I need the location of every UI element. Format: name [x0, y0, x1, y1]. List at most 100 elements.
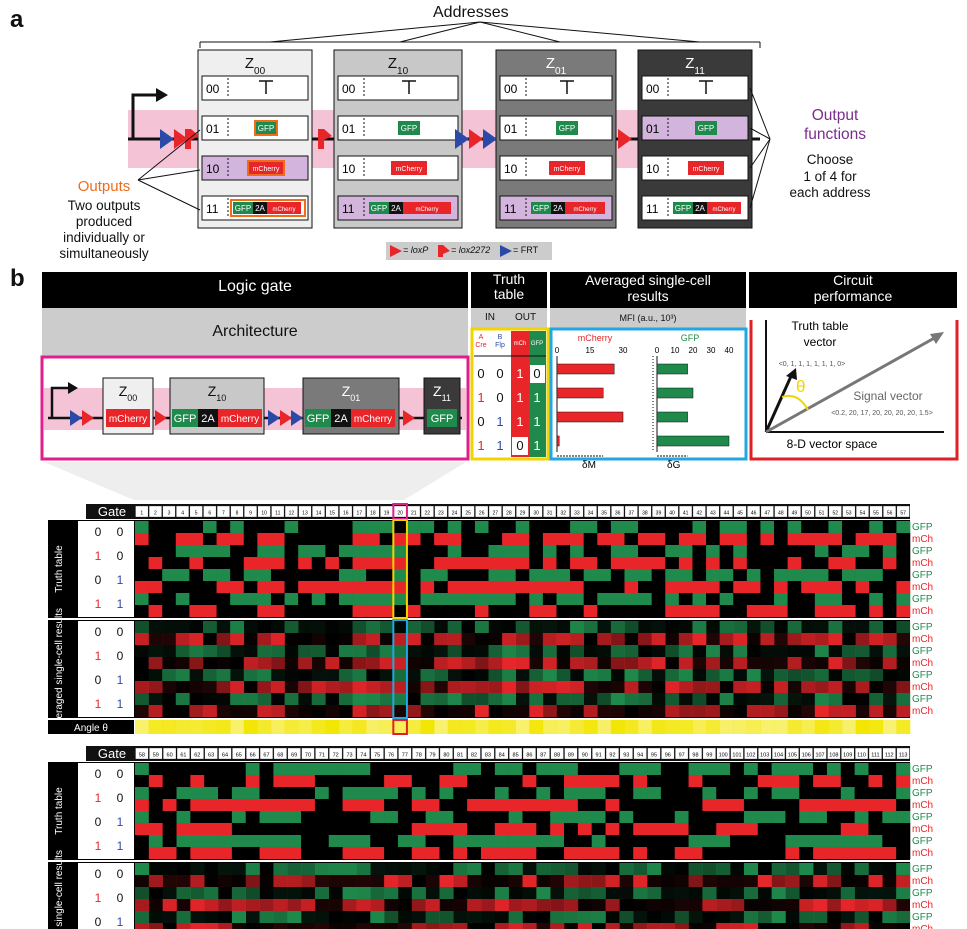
- heat-cell: [716, 923, 731, 929]
- gate-number: 92: [609, 753, 615, 759]
- heat-cell: [257, 521, 272, 533]
- heat-cell: [175, 621, 190, 633]
- svg-text:10: 10: [671, 346, 680, 355]
- heat-cell: [352, 705, 367, 717]
- heat-cell: [787, 593, 802, 605]
- heat-cell: [270, 521, 285, 533]
- svg-text:1: 1: [496, 438, 503, 453]
- heat-cell: [550, 787, 565, 799]
- channel-label: GFP: [912, 594, 933, 605]
- heat-cell: [379, 705, 394, 717]
- heat-cell: [420, 657, 435, 669]
- heat-cell: [744, 899, 758, 911]
- heat-cell: [716, 863, 731, 875]
- heat-cell: [311, 557, 326, 569]
- heat-cell: [624, 681, 639, 693]
- gate-number: 112: [885, 753, 894, 759]
- heat-cell: [204, 899, 219, 911]
- heat-cell: [536, 887, 551, 899]
- delta-m: δM: [582, 460, 596, 471]
- heat-cell: [461, 633, 476, 645]
- heat-cell: [481, 923, 495, 929]
- heat-cell: [175, 645, 190, 657]
- panel-b-letter: b: [10, 265, 25, 292]
- heat-cell: [453, 787, 468, 799]
- heat-cell: [674, 847, 689, 859]
- heat-cell: [564, 887, 579, 899]
- heat-cell: [529, 669, 544, 681]
- heat-cell: [420, 593, 435, 605]
- heat-cell: [325, 633, 339, 645]
- heat-cell: [757, 911, 772, 923]
- heat-cell: [148, 835, 163, 847]
- heat-cell: [393, 621, 408, 633]
- angle-cell: [733, 720, 748, 734]
- heat-cell: [719, 593, 734, 605]
- outputs-desc: Two outputs produced individually or sim…: [59, 198, 149, 261]
- lox2272-site: [185, 129, 191, 149]
- angle-cell: [610, 720, 625, 734]
- heat-cell: [135, 823, 150, 835]
- heat-cell: [474, 693, 489, 705]
- heat-cell: [896, 847, 911, 859]
- heat-cell: [882, 875, 897, 887]
- heat-cell: [393, 705, 408, 717]
- heat-cell: [813, 887, 828, 899]
- channel-label: mCh: [912, 558, 933, 569]
- heat-cell: [813, 823, 828, 835]
- heat-cell: [420, 581, 435, 593]
- heat-cell: [176, 787, 191, 799]
- heat-cell: [379, 533, 394, 545]
- heat-cell: [461, 657, 476, 669]
- heat-cell: [245, 863, 260, 875]
- heat-cell: [352, 533, 367, 545]
- heat-cell: [556, 621, 571, 633]
- heat-cell: [190, 863, 205, 875]
- heat-cell: [840, 835, 855, 847]
- heat-cell: [301, 775, 316, 787]
- heat-cell: [370, 835, 385, 847]
- heat-cell: [842, 581, 856, 593]
- heat-cell: [301, 823, 316, 835]
- heat-cell: [688, 863, 703, 875]
- heat-cell: [882, 633, 897, 645]
- heat-cell: [384, 835, 399, 847]
- heat-cell: [536, 787, 551, 799]
- heat-cell: [733, 669, 748, 681]
- heat-cell: [314, 887, 330, 899]
- heat-cell: [801, 605, 816, 617]
- heat-cell: [301, 863, 316, 875]
- heat-cell: [702, 847, 717, 859]
- heat-cell: [366, 605, 381, 617]
- heat-cell: [854, 887, 869, 899]
- heat-cell: [393, 645, 408, 657]
- angle-cell: [801, 720, 816, 734]
- gate-number: 44: [724, 511, 730, 517]
- heat-cell: [882, 847, 897, 859]
- heat-cell: [370, 911, 385, 923]
- svg-text:mCherry: mCherry: [354, 414, 392, 425]
- heat-cell: [461, 521, 476, 533]
- heat-cell: [842, 521, 856, 533]
- architecture-label: Architecture: [42, 308, 468, 356]
- heat-cell: [502, 545, 517, 557]
- heat-cell: [550, 763, 565, 775]
- heat-cell: [204, 923, 219, 929]
- gate-number: 107: [815, 753, 824, 759]
- heat-cell: [467, 911, 482, 923]
- heat-cell: [189, 605, 204, 617]
- svg-text:1: 1: [516, 390, 523, 405]
- heat-cell: [706, 545, 720, 557]
- heat-cell: [842, 681, 856, 693]
- heat-cell: [342, 763, 357, 775]
- svg-text:vector: vector: [804, 335, 837, 349]
- heat-cell: [854, 911, 869, 923]
- heat-cell: [434, 533, 449, 545]
- heat-cell: [502, 593, 517, 605]
- heat-cell: [370, 799, 385, 811]
- gate-number: 4: [181, 511, 184, 517]
- heat-cell: [550, 847, 565, 859]
- heat-cell: [230, 581, 245, 593]
- heat-cell: [757, 847, 772, 859]
